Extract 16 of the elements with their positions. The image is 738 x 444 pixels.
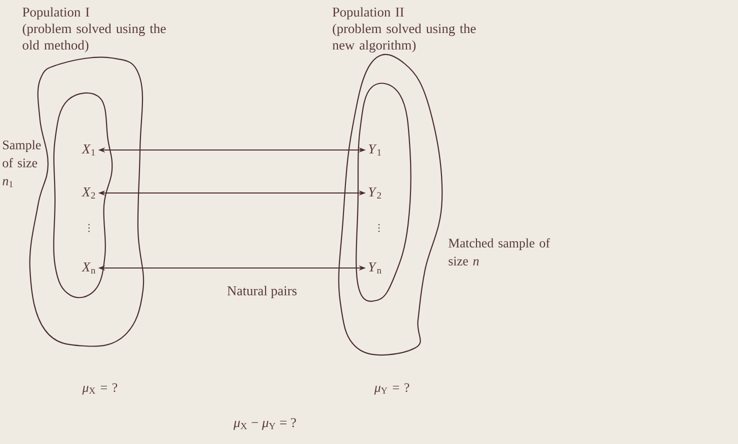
ellipsis-dots: ⋮ [88,224,90,232]
note-text: Sample of size n$_{1}$ [2,140,41,188]
variable-label: Y$_{1}$ [368,144,381,156]
note-text: Matched sample of size n [448,238,550,266]
note-text: μ$_{Y}$ = ? [374,383,410,395]
variable-label: Y$_{n}$ [368,262,382,274]
variable-label: Y$_{2}$ [368,188,381,198]
caption-text: μ$_{X}$ − μ$_{Y}$ = ? [234,418,296,430]
population-heading: Population I (problem solved using the old method) [22,7,166,52]
variable-label: X$_{n}$ [82,262,96,274]
variable-label: X$_{1}$ [82,144,95,156]
population-heading: Population II (problem solved using the new algorithm) [332,7,476,52]
note-text: μ$_{X}$ = ? [82,383,118,395]
variable-label: X$_{2}$ [82,188,95,198]
caption-text: Natural pairs [227,286,297,298]
ellipsis-dots: ⋮ [378,224,380,232]
